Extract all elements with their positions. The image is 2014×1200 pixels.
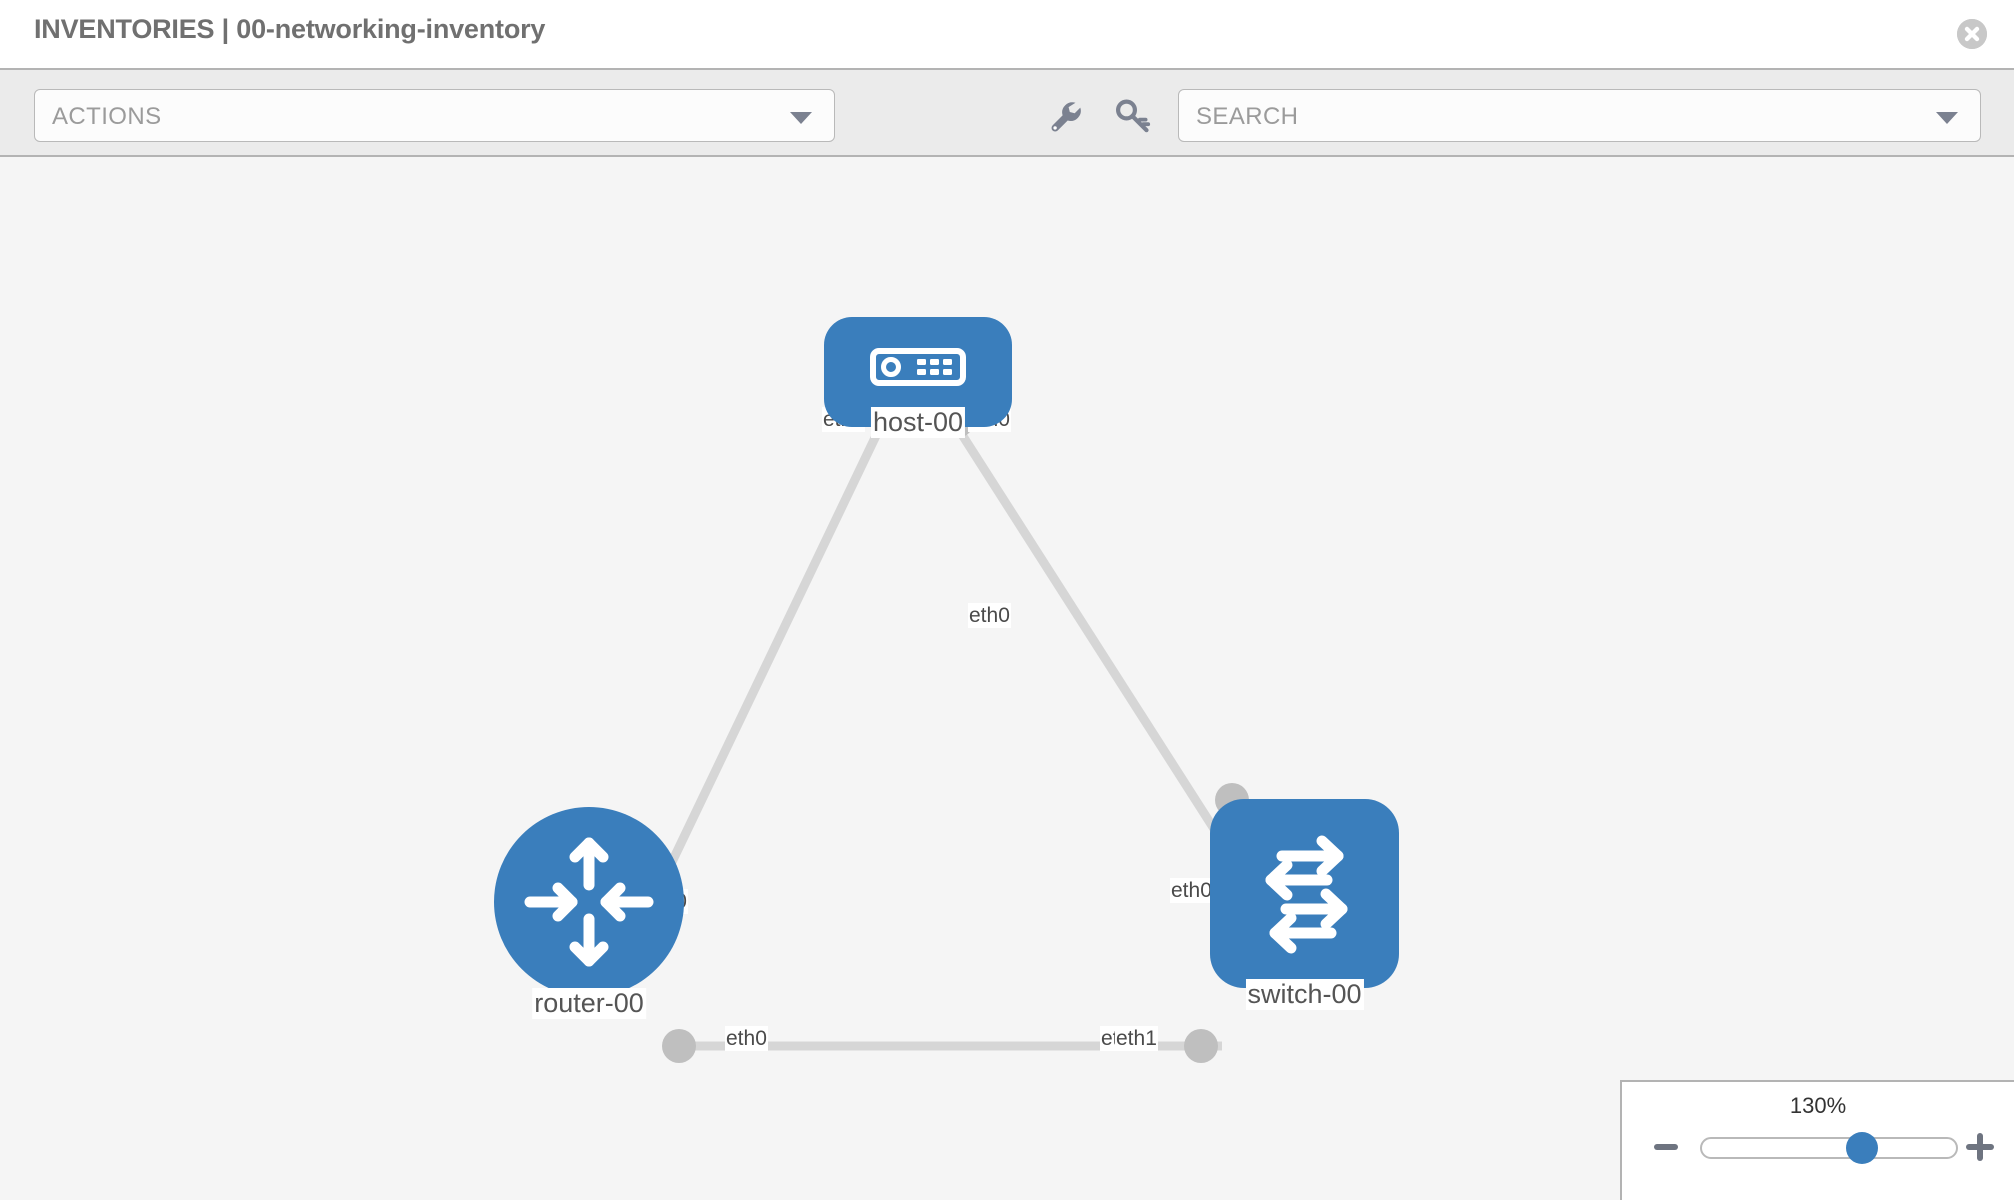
search-input[interactable]: SEARCH xyxy=(1178,89,1981,142)
node-label-host-00: host-00 xyxy=(870,407,966,439)
edge-host-switch[interactable] xyxy=(948,416,1236,860)
close-button[interactable] xyxy=(1957,19,1987,49)
chevron-down-icon[interactable] xyxy=(1936,112,1958,124)
zoom-slider-row xyxy=(1622,1132,2014,1174)
key-icon xyxy=(1116,99,1151,133)
zoom-level-value: 130% xyxy=(1789,1093,1847,1118)
actions-dropdown-label: ACTIONS xyxy=(52,103,162,130)
topology-node-host-00[interactable]: host-00 xyxy=(824,317,1012,439)
actions-dropdown[interactable]: ACTIONS xyxy=(34,89,835,142)
node-label-switch-00: switch-00 xyxy=(1245,979,1364,1011)
edge-host-router[interactable] xyxy=(655,417,889,889)
key-button[interactable] xyxy=(1113,96,1153,136)
iface-label-router-right: eth0 xyxy=(725,1026,768,1052)
topology-canvas[interactable]: eth0 eth0 eth0 eth0 eth0 eth0 eth1 eth0 … xyxy=(0,157,2014,1200)
iface-label-host-right: eth0 xyxy=(968,603,1011,629)
router-four-arrows-icon xyxy=(494,807,684,997)
zoom-slider-thumb[interactable] xyxy=(1845,1132,1878,1164)
wrench-icon xyxy=(1051,102,1081,132)
nub-switch-left xyxy=(1184,1029,1218,1063)
topology-edges xyxy=(655,416,1236,1051)
nub-router-right xyxy=(662,1029,696,1063)
wrench-button[interactable] xyxy=(1045,96,1085,136)
zoom-control-panel: 130% xyxy=(1620,1080,2014,1200)
zoom-slider-track[interactable] xyxy=(1700,1132,1958,1164)
node-label-router-00: router-00 xyxy=(532,988,646,1020)
minus-icon[interactable] xyxy=(1654,1144,1678,1150)
iface-label-switch-left: eth1 xyxy=(1115,1026,1158,1052)
topology-node-router-00[interactable]: router-00 xyxy=(494,807,684,1020)
page-header: INVENTORIES | 00-networking-inventory xyxy=(0,0,2014,68)
server-device-icon xyxy=(824,317,1012,427)
page-title: INVENTORIES | 00-networking-inventory xyxy=(34,14,546,44)
plus-icon[interactable] xyxy=(1966,1133,1994,1161)
switch-bidirectional-arrows-icon xyxy=(1210,799,1399,988)
toolbar: ACTIONS SEARCH xyxy=(0,68,2014,157)
search-placeholder: SEARCH xyxy=(1196,103,1299,130)
topology-node-switch-00[interactable]: switch-00 xyxy=(1210,799,1399,1011)
close-circle-icon xyxy=(1957,19,1987,49)
iface-label-switch-upper: eth0 xyxy=(1170,878,1213,904)
chevron-down-icon xyxy=(790,112,812,124)
